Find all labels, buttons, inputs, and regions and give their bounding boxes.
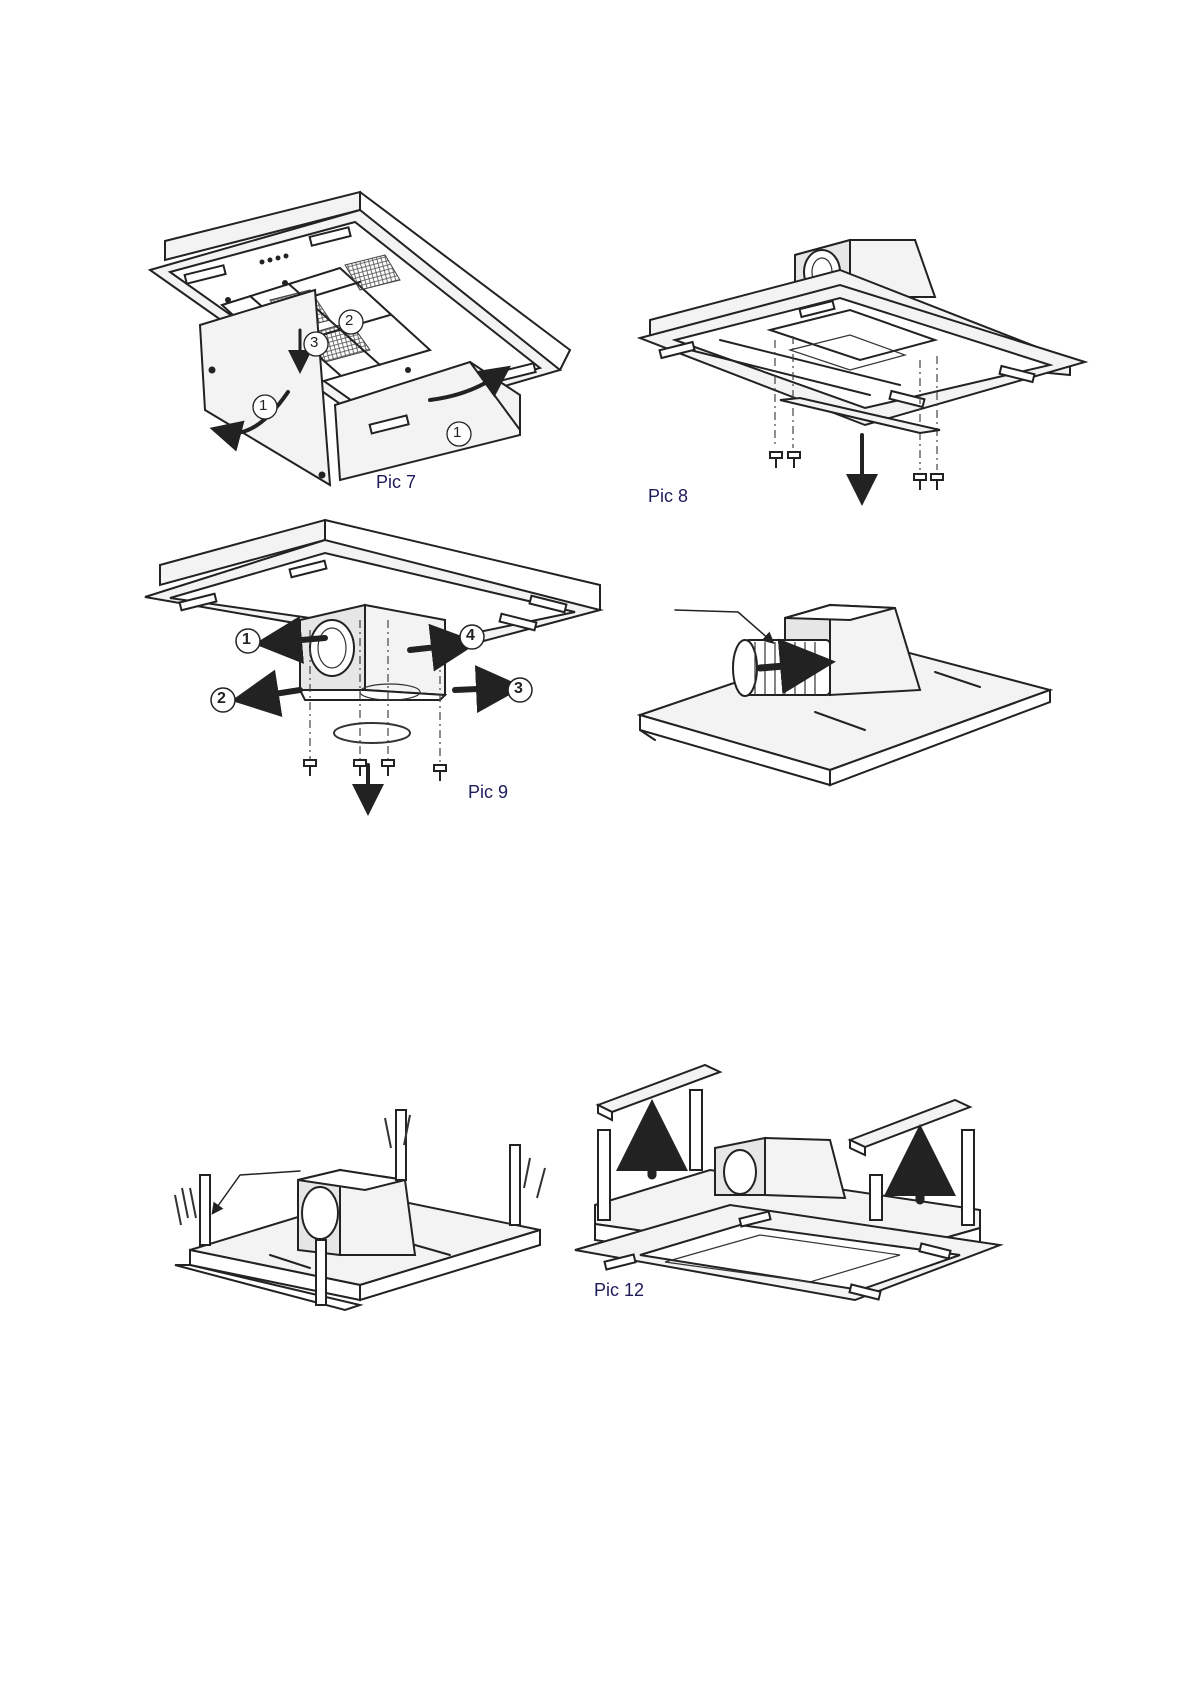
figure-pic8 (640, 240, 1085, 490)
pic7-step-2-text: 2 (345, 312, 353, 329)
pic9-step-1-text: 1 (242, 631, 251, 649)
caption-pic9: Pic 9 (468, 782, 508, 803)
pic8-screws (770, 452, 943, 490)
figure-bracket-fixing (175, 1110, 545, 1310)
pic7-step-1-right-text: 1 (453, 424, 461, 441)
caption-pic8: Pic 8 (648, 486, 688, 507)
pic7-step-1-left-text: 1 (259, 397, 267, 414)
pic7-step-3-text: 3 (310, 334, 318, 351)
figure-duct-connection (640, 605, 1050, 785)
caption-pic12: Pic 12 (594, 1280, 644, 1301)
figure-pic12 (575, 1065, 1000, 1300)
pic9-step-2-text: 2 (217, 690, 226, 708)
figure-pic7 (150, 192, 570, 485)
caption-pic7: Pic 7 (376, 472, 416, 493)
pic9-step-4-text: 4 (466, 627, 475, 645)
pic9-step-3-text: 3 (514, 680, 523, 698)
figure-pic9 (145, 520, 600, 800)
